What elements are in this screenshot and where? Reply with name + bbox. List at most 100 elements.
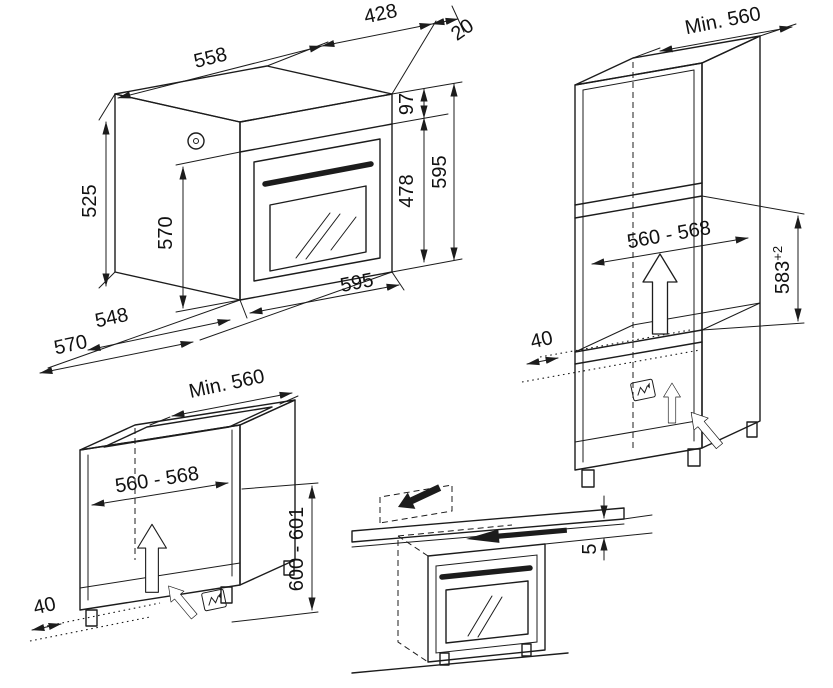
dim-tall-min-depth: Min. 560 — [683, 3, 763, 39]
extension-line — [239, 299, 248, 319]
dim-line-428 — [321, 22, 433, 48]
dim-oven-door-gap: 20 — [447, 15, 478, 46]
oven-left-face — [114, 93, 241, 301]
view-tall-cabinet: Min. 560 560 - 568 583+2 40 — [521, 3, 805, 488]
vent-air-arrow-long — [465, 523, 568, 546]
cabinet-foot — [220, 586, 233, 604]
cabinet-foot — [581, 469, 595, 488]
extension-line — [701, 195, 805, 215]
plinth-airflow-arrow — [683, 405, 727, 453]
dim-base-min-depth: Min. 560 — [187, 365, 267, 402]
dim-line-min560 — [171, 391, 293, 418]
view-worktop-section: 5 — [351, 479, 653, 674]
dim-line-niche-width — [591, 236, 749, 266]
door-glass — [445, 580, 529, 644]
extension-line — [451, 5, 465, 33]
extension-line — [175, 151, 241, 166]
hidden-duct-outline — [379, 484, 453, 524]
dim-oven-door-height: 478 — [396, 174, 418, 207]
shelf-line — [574, 329, 703, 353]
dim-worktop-gap: 5 — [579, 543, 601, 554]
hidden-casing-outline — [397, 535, 429, 663]
door-glass — [269, 185, 367, 272]
reference-dotted-line — [41, 602, 161, 628]
extension-line — [391, 271, 405, 291]
dim-line-595-width — [249, 283, 400, 315]
cabinet-front-face — [574, 62, 703, 471]
dim-line-20 — [431, 17, 459, 26]
extension-line — [241, 482, 319, 490]
dim-oven-total-height: 595 — [429, 155, 451, 188]
cabinet-foot — [85, 609, 98, 627]
reference-dotted-line — [29, 616, 151, 642]
bottom-panel-line — [79, 562, 241, 589]
plinth-airflow-arrow — [161, 580, 202, 623]
oven-front-face — [427, 543, 546, 663]
dim-base-vent-clearance: 40 — [31, 593, 58, 619]
dim-line-min560 — [659, 25, 793, 53]
dim-oven-casing-height: 525 — [79, 184, 101, 217]
bottom-panel-line — [574, 419, 703, 443]
dim-tall-niche-width: 560 - 568 — [625, 217, 712, 253]
steam-icon — [629, 378, 657, 402]
extension-line — [632, 47, 661, 59]
glass-reflection-line — [467, 595, 493, 637]
dim-oven-casing-depth: 548 — [93, 304, 130, 332]
dim-line-558 — [117, 45, 323, 99]
dim-base-niche-height: 600 - 601 — [286, 507, 308, 592]
dim-oven-inner-height: 570 — [155, 216, 177, 249]
cabinet-foot — [746, 421, 758, 438]
dim-line-niche-width — [91, 481, 229, 507]
vent-air-arrow — [394, 479, 444, 516]
reference-dotted-line — [521, 349, 701, 383]
shelf-line — [574, 195, 703, 219]
dim-line-40 — [31, 623, 62, 631]
oven-foot — [521, 643, 532, 657]
control-knob-center — [193, 138, 199, 144]
cabinet-foot — [687, 448, 701, 467]
extension-line — [98, 271, 116, 289]
steam-icon — [200, 588, 228, 612]
dim-oven-upper-depth: 428 — [362, 0, 399, 28]
view-oven-isometric: 558 428 20 97 478 595 525 570 595 548 57… — [39, 0, 478, 375]
dim-tall-niche-height: 583+2 — [770, 246, 794, 294]
door-handle — [262, 161, 374, 187]
dim-oven-front-width: 595 — [338, 269, 375, 297]
extension-line — [544, 532, 653, 545]
extension-line — [231, 611, 319, 623]
shelf-surface-line — [574, 324, 634, 353]
dim-line-40 — [526, 356, 559, 366]
floor-line — [351, 652, 569, 674]
oven-top-face — [114, 65, 393, 123]
view-base-cabinet: Min. 560 560 - 568 600 - 601 40 — [29, 365, 319, 642]
cabinet-front-face — [79, 424, 241, 611]
hidden-casing-top — [397, 524, 513, 537]
airflow-up-arrow — [136, 523, 168, 593]
dim-tall-vent-clearance: 40 — [528, 327, 555, 353]
cabinet-foot — [283, 560, 295, 576]
cabinet-top-face — [574, 35, 761, 86]
glass-reflection-line — [477, 596, 503, 638]
airflow-small-arrow — [663, 382, 681, 424]
dim-oven-top-depth: 558 — [192, 43, 230, 72]
oven-door-frame — [253, 138, 381, 282]
cabinet-right-face — [701, 35, 761, 449]
shelf-line — [574, 341, 703, 365]
shelf-surface-line — [701, 302, 761, 331]
extension-line — [199, 271, 393, 341]
dim-base-niche-width: 560 - 568 — [114, 463, 201, 498]
extension-line — [391, 113, 449, 125]
control-knob — [187, 132, 205, 150]
extension-line — [98, 93, 116, 121]
door-handle — [439, 565, 533, 580]
extension-line — [623, 514, 653, 520]
control-panel-seam — [239, 123, 393, 153]
extension-line — [701, 322, 805, 331]
oven-foot — [439, 652, 450, 666]
extension-line — [391, 20, 437, 95]
extension-line — [149, 416, 171, 426]
shelf-line — [574, 182, 703, 206]
oven-door-frame — [435, 554, 538, 654]
